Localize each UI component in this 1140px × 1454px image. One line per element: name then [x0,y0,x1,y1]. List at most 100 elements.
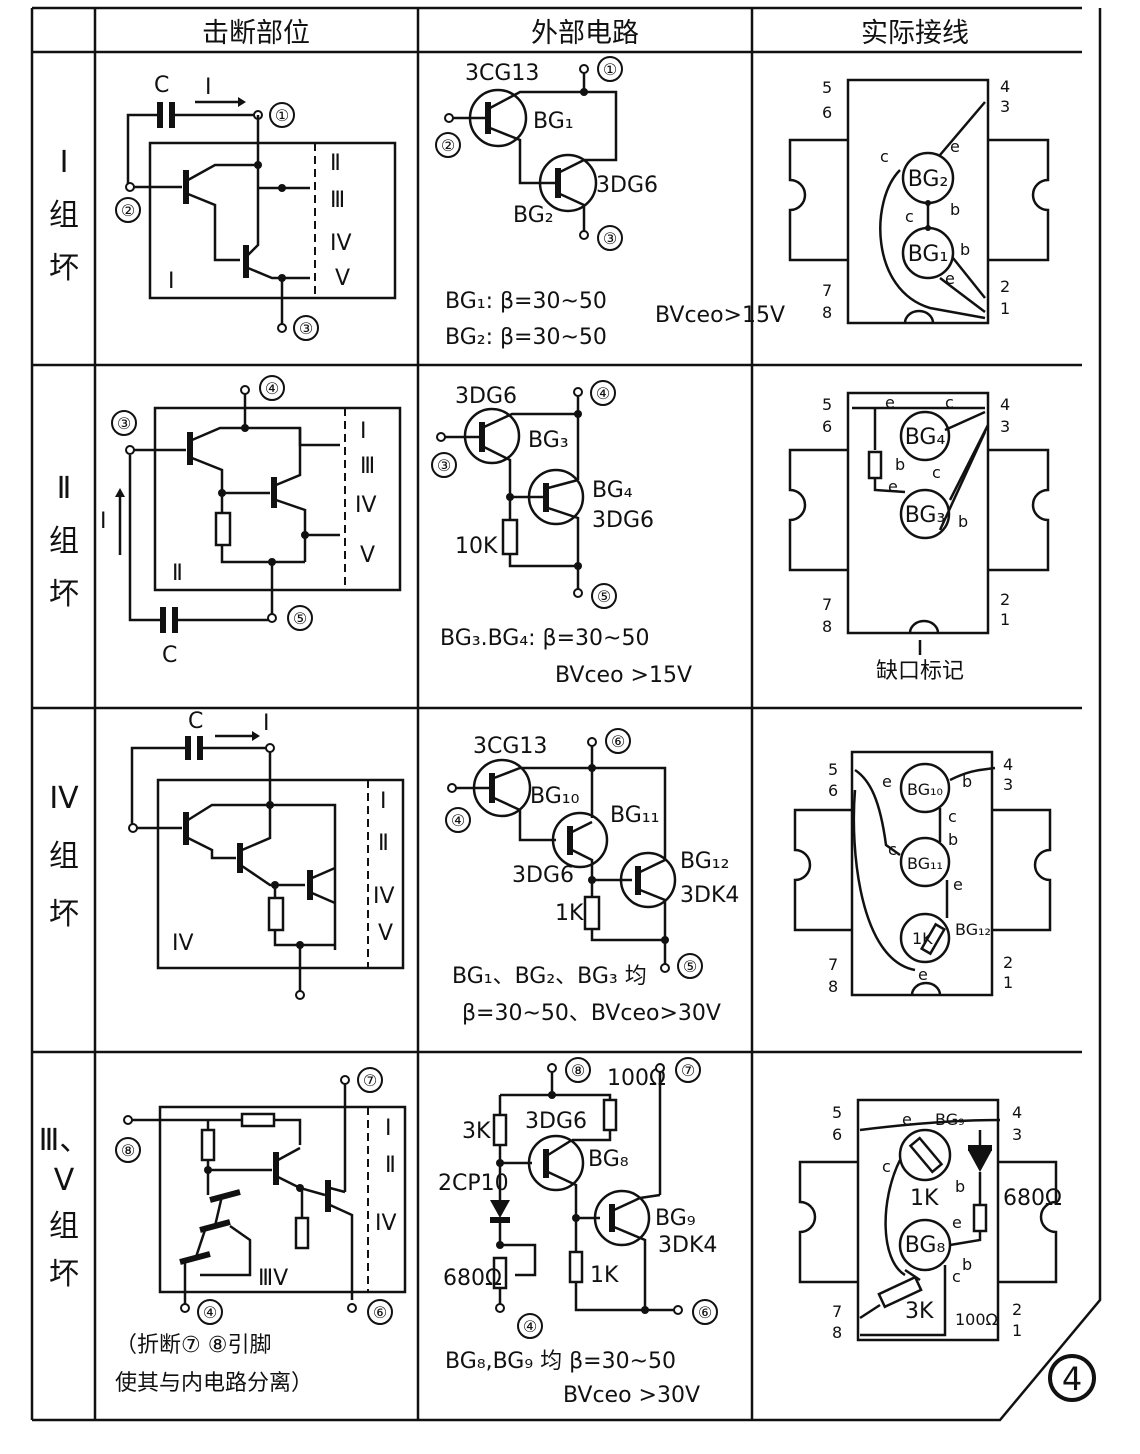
svg-text:3DG6: 3DG6 [512,863,574,888]
svg-text:BG₃.BG₄: β=30~50: BG₃.BG₄: β=30~50 [440,626,649,651]
svg-text:⑥: ⑥ [698,1303,712,1322]
svg-text:b: b [960,240,970,259]
svg-text:BG₁: BG₁ [908,242,949,267]
external-circuit-2: 3DG6 ③ BG₃ ④ ⑤ BG₄ 3DG6 10K BG₃.BG₄: β=3… [431,380,692,688]
svg-text:I: I [380,789,387,814]
svg-text:BG₃: BG₃ [905,503,946,528]
svg-text:e: e [902,1110,912,1129]
svg-text:6: 6 [822,417,832,436]
notch-mark-label: 缺口标记 [876,659,964,684]
svg-text:c: c [932,463,941,482]
svg-text:3K: 3K [905,1299,934,1324]
svg-text:e: e [952,1213,962,1232]
svg-text:I: I [360,419,367,444]
svg-text:c: c [905,207,914,226]
svg-text:BG₃: BG₃ [528,428,569,453]
svg-text:6: 6 [828,781,838,800]
svg-text:BG₈,BG₉ 均 β=30~50: BG₈,BG₉ 均 β=30~50 [445,1349,676,1374]
svg-text:④: ④ [596,384,610,403]
svg-text:1: 1 [1003,973,1013,992]
external-circuit-3: 3CG13 ④ BG₁₀ ⑥ BG₁₁ 3DG6 BG₁₂ 3DK4 [445,728,739,1026]
svg-text:BG₂: BG₂ [908,167,949,192]
svg-text:β=30~50、BVceo>30V: β=30~50、BVceo>30V [462,1001,721,1026]
svg-text:3K: 3K [462,1119,491,1144]
svg-text:BG₄: BG₄ [905,425,946,450]
svg-text:4: 4 [1000,395,1010,414]
svg-text:BG₂: β=30~50: BG₂: β=30~50 [445,325,607,350]
svg-text:Ⅲ: Ⅲ [360,454,375,479]
row-label-3: IV 组 坏 [49,781,79,932]
svg-text:1K: 1K [912,929,933,948]
svg-text:c: c [888,840,897,859]
header-external-circuit: 外部电路 [531,18,639,49]
fault-diagram-3: I Ⅱ IV V IV C I [128,709,405,1000]
row-label-1: I 组 坏 [49,145,79,286]
svg-text:②: ② [121,201,135,220]
svg-text:e: e [885,393,895,412]
svg-text:b: b [958,512,968,531]
svg-text:C: C [154,73,169,98]
svg-text:⑤: ⑤ [683,957,697,976]
svg-text:b: b [955,1177,965,1196]
svg-text:V: V [378,921,393,946]
page-number: 4 [1048,1354,1096,1402]
svg-text:②: ② [441,136,455,155]
svg-text:BVceo >30V: BVceo >30V [563,1383,700,1408]
svg-text:4: 4 [1062,1360,1082,1398]
svg-text:b: b [948,830,958,849]
svg-text:6: 6 [832,1125,842,1144]
svg-text:1K: 1K [910,1186,939,1211]
svg-text:BG₄: BG₄ [592,478,633,503]
svg-text:c: c [952,1267,961,1286]
svg-text:BG₁₀: BG₁₀ [530,784,580,809]
svg-text:7: 7 [828,955,838,974]
svg-text:BG₁: BG₁ [533,109,574,134]
svg-text:c: c [945,393,954,412]
svg-text:e: e [888,477,898,496]
svg-text:③: ③ [299,319,313,338]
svg-text:使其与内电路分离）: 使其与内电路分离） [115,1371,313,1396]
svg-text:ⅢV: ⅢV [258,1266,288,1291]
svg-text:e: e [950,137,960,156]
svg-text:Ⅱ: Ⅱ [172,561,183,586]
svg-text:b: b [962,1255,972,1274]
table-grid [30,6,1102,1422]
svg-text:1: 1 [1012,1321,1022,1340]
wiring-diagram-1: 5 6 7 8 4 3 2 1 BG₂ BG₁ c e c b b e [788,77,1050,325]
svg-text:BG₁: β=30~50: BG₁: β=30~50 [445,289,607,314]
svg-text:1K: 1K [590,1263,619,1288]
fault-diagram-4: I Ⅱ IV ⅢV ⑦ ⑧ ④ [115,1067,407,1396]
svg-text:⑧: ⑧ [571,1061,585,1080]
svg-text:IV: IV [373,884,395,909]
svg-text:3DK4: 3DK4 [680,883,739,908]
svg-text:I: I [100,509,107,534]
svg-text:坏: 坏 [49,577,79,612]
svg-text:2: 2 [1012,1300,1022,1319]
svg-text:⑧: ⑧ [121,1141,135,1160]
svg-text:I: I [385,1116,392,1141]
svg-text:I: I [263,711,270,736]
svg-text:组: 组 [49,839,79,874]
svg-text:8: 8 [828,977,838,996]
svg-text:4: 4 [1000,77,1010,96]
svg-text:V: V [335,266,350,291]
svg-text:e: e [882,772,892,791]
svg-text:7: 7 [822,281,832,300]
external-circuit-1: 3CG13 ② ① BG₁ ③ 3DG6 BG₂ BG₁: β=30~50 BG… [435,56,785,350]
svg-text:5: 5 [828,760,838,779]
svg-text:10K: 10K [455,534,498,559]
svg-text:⑤: ⑤ [597,587,611,606]
svg-text:Ⅲ、: Ⅲ、 [39,1123,90,1158]
svg-text:IV: IV [330,231,352,256]
svg-text:BVceo >15V: BVceo >15V [555,663,692,688]
svg-text:C: C [188,709,203,734]
svg-text:BG₉: BG₉ [935,1110,965,1129]
svg-text:⑥: ⑥ [373,1303,387,1322]
svg-text:5: 5 [832,1103,842,1122]
external-circuit-4: ⑧ 100Ω ⑦ 3K 3DG6 BG₈ BG₉ 3DK4 1K [438,1057,718,1408]
svg-text:b: b [950,200,960,219]
svg-text:③: ③ [117,414,131,433]
svg-text:I: I [168,269,175,294]
svg-text:坏: 坏 [49,1257,79,1292]
